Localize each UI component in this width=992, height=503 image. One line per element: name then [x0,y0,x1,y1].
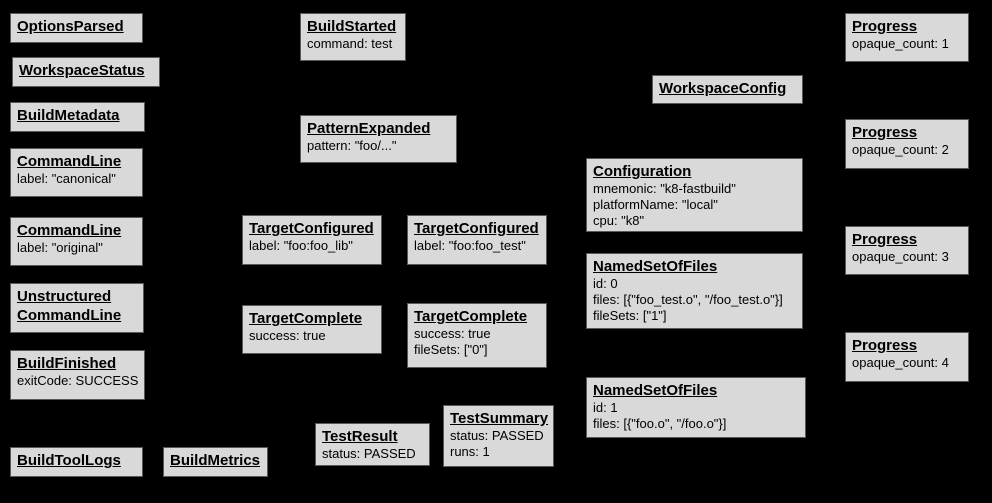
event-box-detail: fileSets: ["1"] [593,308,667,323]
event-box-detail: command: test [307,36,393,51]
event-box-title: PatternExpanded [307,120,431,137]
event-box-title: CommandLine [17,222,122,239]
event-box-title: BuildFinished [17,355,117,372]
event-box-title: TargetComplete [249,310,363,327]
event-box-detail: success: true [414,326,491,341]
event-box-title: BuildMetadata [17,107,120,124]
event-box-detail: runs: 1 [450,444,490,459]
event-box-title: WorkspaceConfig [659,80,787,97]
event-box-workspace-status: WorkspaceStatus [12,57,160,87]
event-box-title: Progress [852,337,918,354]
event-box-title: CommandLine [17,153,122,170]
event-box-detail: pattern: "foo/..." [307,138,397,153]
event-box-detail: opaque_count: 3 [852,249,949,264]
event-box-build-tool-logs: BuildToolLogs [10,447,143,477]
event-box-detail: mnemonic: "k8-fastbuild" [593,181,736,196]
event-box-title: CommandLine [17,307,122,324]
event-box-detail: opaque_count: 4 [852,355,949,370]
event-box-title: BuildMetrics [170,452,261,469]
event-box-title: BuildStarted [307,18,397,35]
event-box-title: WorkspaceStatus [19,62,145,79]
event-box-detail: files: [{"foo_test.o", "/foo_test.o"}] [593,292,783,307]
event-box-detail: status: PASSED [322,446,416,461]
event-box-detail: success: true [249,328,326,343]
event-box-options-parsed: OptionsParsed [10,13,143,43]
event-box-detail: exitCode: SUCCESS [17,373,139,388]
event-box-title: TargetConfigured [414,220,539,237]
event-box-title: Progress [852,124,918,141]
event-box-title: NamedSetOfFiles [593,258,718,275]
event-box-title: TargetComplete [414,308,528,325]
event-box-title: Progress [852,18,918,35]
event-box-title: NamedSetOfFiles [593,382,718,399]
event-box-title: OptionsParsed [17,18,124,35]
event-box-detail: opaque_count: 1 [852,36,949,51]
event-box-detail: platformName: "local" [593,197,718,212]
event-box-detail: label: "original" [17,240,103,255]
event-box-title: Configuration [593,163,692,180]
event-box-detail: status: PASSED [450,428,544,443]
event-box-title: BuildToolLogs [17,452,121,469]
event-box-detail: files: [{"foo.o", "/foo.o"}] [593,416,727,431]
event-box-build-metrics: BuildMetrics [163,447,268,477]
event-box-detail: id: 1 [593,400,618,415]
event-box-title: Unstructured [17,288,112,305]
event-box-title: TargetConfigured [249,220,374,237]
event-box-detail: label: "foo:foo_test" [414,238,526,253]
event-box-workspace-config: WorkspaceConfig [652,75,803,104]
event-box-detail: label: "canonical" [17,171,116,186]
event-box-build-metadata: BuildMetadata [10,102,145,132]
event-box-detail: opaque_count: 2 [852,142,949,157]
event-box-title: TestSummary [450,410,549,427]
event-box-title: Progress [852,231,918,248]
event-box-title: TestResult [322,428,398,445]
event-box-detail: fileSets: ["0"] [414,342,488,357]
event-box-detail: id: 0 [593,276,618,291]
event-box-detail: cpu: "k8" [593,213,645,228]
event-box-detail: label: "foo:foo_lib" [249,238,353,253]
